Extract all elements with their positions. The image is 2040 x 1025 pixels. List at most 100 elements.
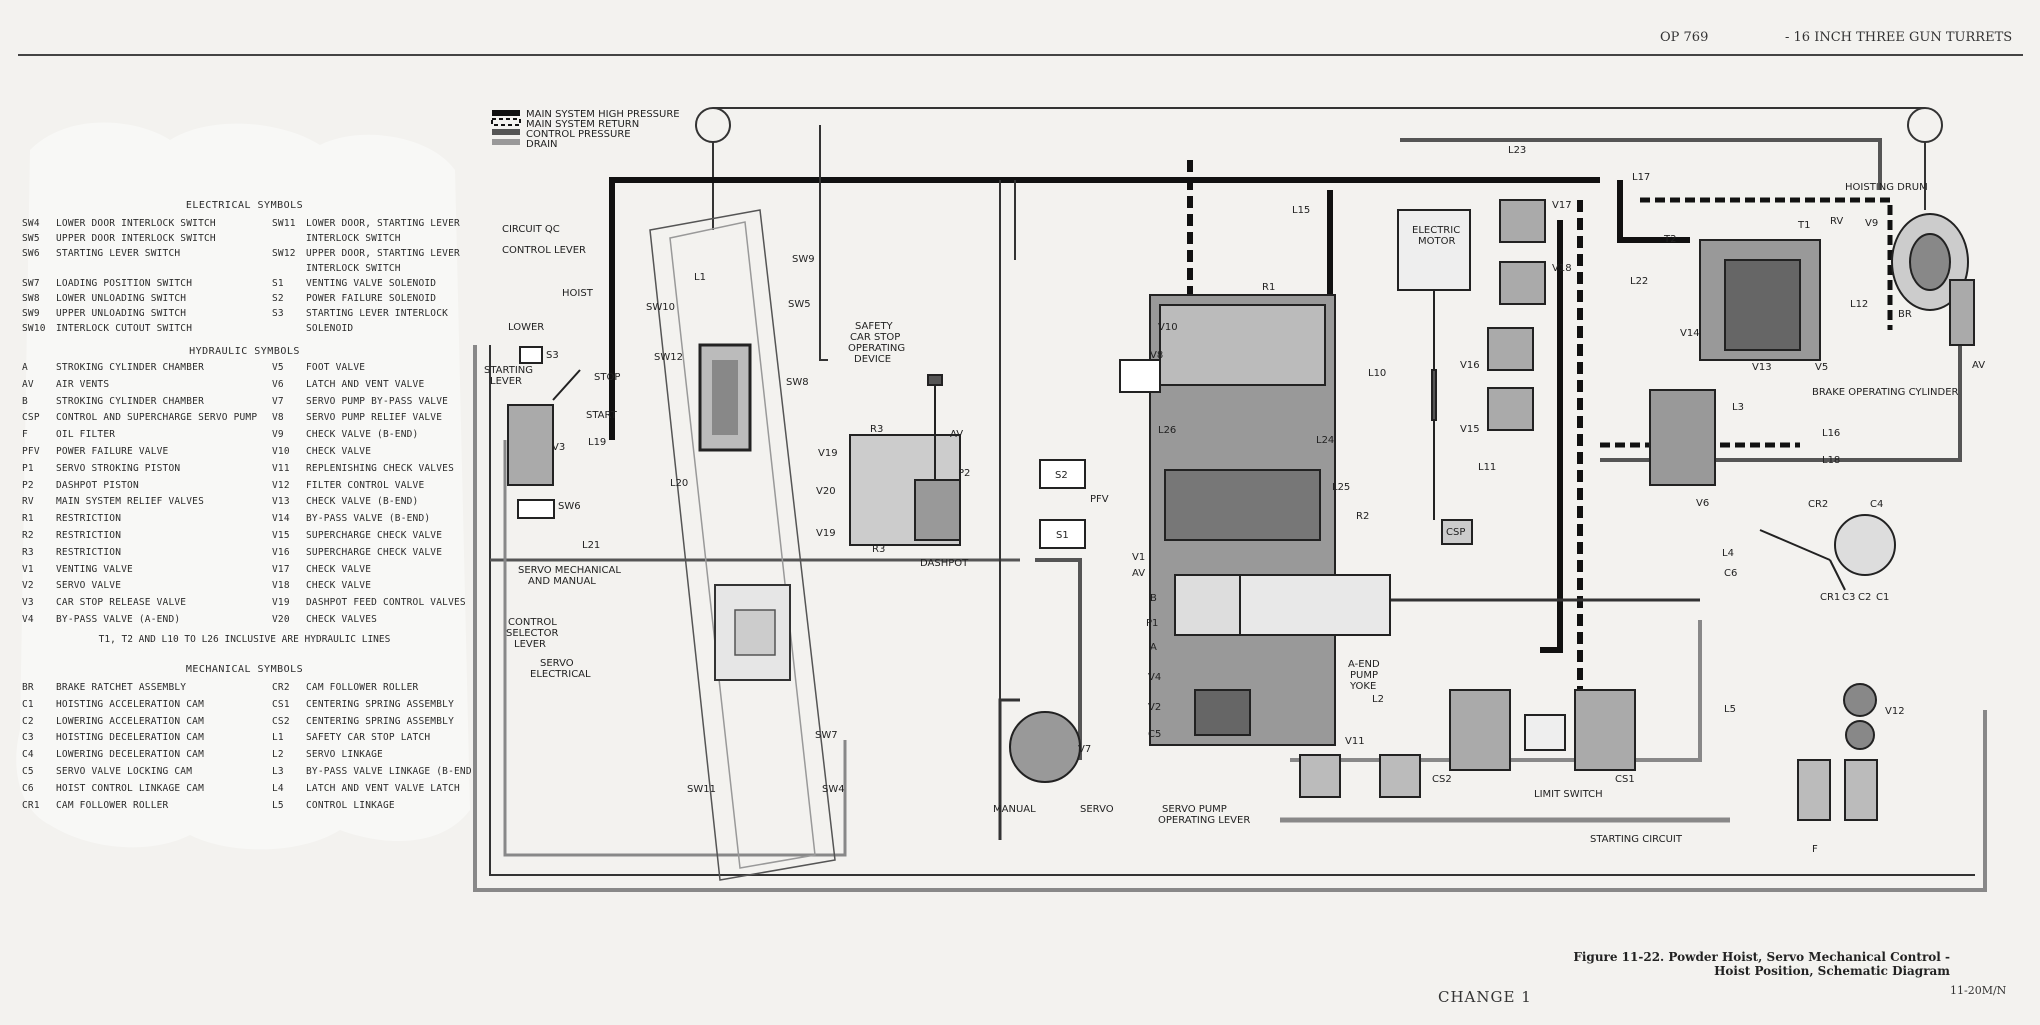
page-code: 11-20M/N [1950, 984, 2007, 997]
legend-code: V6 [272, 378, 284, 390]
legend-code: V10 [272, 446, 290, 457]
electric-motor [1397, 209, 1471, 520]
label-v20: V20 [816, 486, 836, 497]
label-servo-pump-1: SERVO PUMP [1162, 804, 1227, 815]
legend-code: A [22, 362, 28, 373]
label-v14: V14 [1680, 328, 1700, 339]
label-servo-mechanical: SERVO MECHANICAL [518, 565, 621, 576]
label-cs1: CS1 [1615, 774, 1635, 785]
label-cs2: CS2 [1432, 774, 1452, 785]
legend-code: V17 [272, 563, 290, 575]
label-c3: C3 [1842, 592, 1855, 603]
legend-code: R1 [22, 513, 34, 525]
label-servo-pump-2: OPERATING LEVER [1158, 815, 1250, 826]
label-brake-operating-cylinder: BRAKE OPERATING CYLINDER [1812, 387, 1959, 398]
legend-desc: HOISTING DECELERATION CAM [56, 732, 204, 744]
cam-assembly [1759, 514, 1896, 591]
label-b: B [1150, 593, 1157, 604]
legend-code: CS1 [272, 698, 290, 710]
legend-desc: DASHPOT FEED CONTROL VALVES [306, 597, 466, 609]
label-v8: V8 [1150, 350, 1163, 361]
label-l2: L2 [1372, 694, 1384, 705]
diagram-labels: CIRCUIT QC CONTROL LEVER HOIST LOWER STO… [484, 145, 1985, 855]
legend-desc: CAM FOLLOWER ROLLER [306, 682, 419, 693]
legend-desc: CAM FOLLOWER ROLLER [56, 799, 169, 811]
legend-code: L4 [272, 782, 284, 794]
legend-code: V14 [272, 513, 290, 525]
legend-code: C5 [22, 766, 34, 777]
legend-desc: LOWER DOOR INTERLOCK SWITCH [56, 218, 216, 229]
label-sw9: SW9 [792, 254, 815, 265]
label-l18: L18 [1822, 455, 1840, 466]
legend-desc: SERVO VALVE [56, 580, 122, 592]
legend-desc: STARTING LEVER SWITCH [56, 248, 181, 259]
legend-code: V19 [272, 597, 290, 609]
header-title: - 16 INCH THREE GUN TURRETS [1785, 30, 2013, 45]
label-f: F [1812, 844, 1818, 855]
label-v7: V7 [1078, 744, 1091, 755]
legend-entry: INTERLOCK SWITCH [272, 233, 401, 244]
legend-desc: CHECK VALVE (B-END) [306, 496, 419, 508]
label-l24: L24 [1316, 435, 1334, 446]
legend-code: C3 [22, 732, 34, 744]
legend-desc: CHECK VALVE [306, 563, 372, 575]
label-circuit-qc: CIRCUIT QC [502, 224, 560, 235]
check-valve-blocks [1441, 199, 1546, 545]
label-a: A [1150, 642, 1157, 653]
label-starting-lever-1: STARTING [484, 365, 533, 376]
legend-desc: CENTERING SPRING ASSEMBLY [306, 715, 454, 727]
legend-code: SW12 [272, 248, 296, 259]
legend-code: L3 [272, 766, 284, 777]
label-l10: L10 [1368, 368, 1386, 379]
legend-code: AV [22, 378, 34, 390]
legend-code: SW11 [272, 218, 296, 229]
label-hoist: HOIST [562, 288, 594, 299]
legend-desc: CAR STOP RELEASE VALVE [56, 597, 187, 609]
legend-desc: LOWER UNLOADING SWITCH [56, 293, 187, 304]
label-safety-car-stop-1: SAFETY [855, 321, 894, 332]
legend-desc: INTERLOCK SWITCH [306, 263, 401, 274]
label-av: AV [1132, 568, 1145, 579]
legend-entry: INTERLOCK SWITCH [272, 263, 401, 274]
legend-desc: RESTRICTION [56, 546, 122, 558]
legend-code: PFV [22, 446, 40, 457]
legend-code: V9 [272, 429, 284, 441]
legend-desc: SERVO LINKAGE [306, 749, 383, 761]
solenoid-s2-box [1039, 459, 1086, 489]
label-s2: S2 [1055, 470, 1068, 481]
label-r1: R1 [1262, 282, 1275, 293]
label-manual: MANUAL [993, 804, 1036, 815]
label-r2: R2 [1356, 511, 1369, 522]
label-v19-bottom: V19 [816, 528, 836, 539]
label-cr1: CR1 [1820, 592, 1840, 603]
car-stop-device [698, 343, 752, 452]
label-a-end-2: PUMP [1350, 670, 1378, 681]
legend-code: CR2 [272, 682, 290, 693]
key-return-swatch [491, 118, 521, 126]
legend-desc: LOWER DOOR, STARTING LEVER [306, 218, 460, 229]
label-and-manual: AND MANUAL [528, 576, 596, 587]
label-v12: V12 [1885, 706, 1905, 717]
legend-code: BR [22, 682, 34, 693]
label-c4: C4 [1870, 499, 1883, 510]
legend-desc: INTERLOCK CUTOUT SWITCH [56, 323, 193, 334]
